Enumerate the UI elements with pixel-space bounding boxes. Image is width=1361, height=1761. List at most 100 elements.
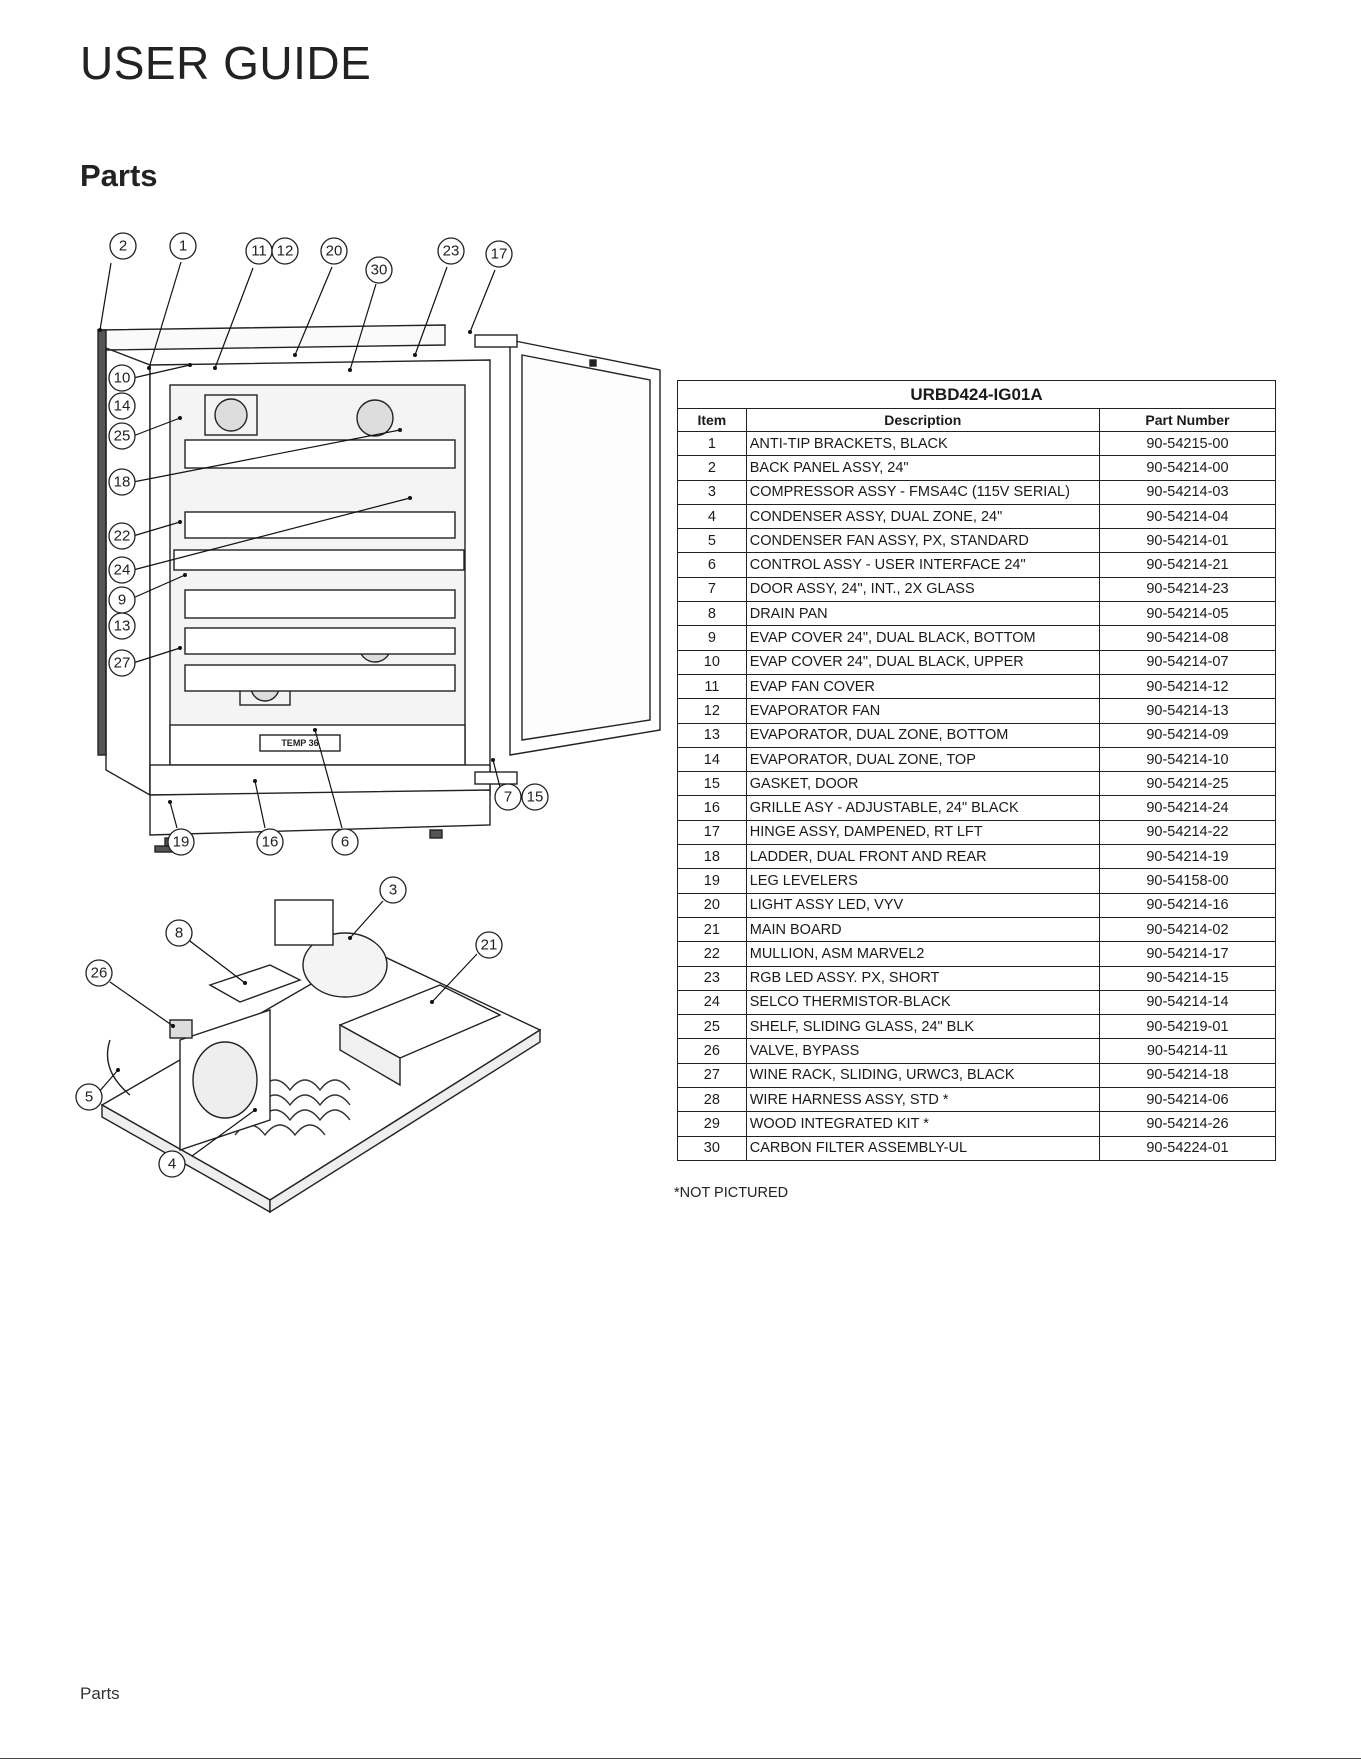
item-description: ANTI-TIP BRACKETS, BLACK [745,430,1100,457]
callout-25: 25 [108,422,136,450]
item-number: 10 [677,649,747,675]
part-number: 90-54214-14 [1098,989,1277,1016]
item-number: 18 [677,844,747,870]
callout-22: 22 [108,522,136,550]
item-description: DRAIN PAN [745,601,1100,627]
item-description: LEG LEVELERS [745,868,1100,894]
item-number: 29 [677,1111,747,1137]
svg-text:6: 6 [341,834,349,851]
document-title: USER GUIDE [80,37,372,89]
callout-1: 1 [169,232,197,260]
part-number: 90-54214-22 [1098,819,1277,846]
item-number: 11 [677,673,747,700]
callout-27: 27 [108,649,136,677]
svg-text:14: 14 [114,398,131,415]
part-number: 90-54214-00 [1098,455,1277,481]
item-description: SELCO THERMISTOR-BLACK [745,989,1100,1016]
table-model-row: URBD424-IG01A [677,380,1276,409]
svg-text:2: 2 [119,238,127,255]
part-number: 90-54214-25 [1098,771,1277,797]
item-number: 23 [677,965,747,991]
svg-text:26: 26 [91,965,108,982]
machine-compartment-illustration [100,899,542,1214]
part-number: 90-54224-01 [1098,1135,1277,1161]
part-number: 90-54214-02 [1098,916,1277,943]
item-description: RGB LED ASSY. PX, SHORT [745,965,1100,991]
parts-diagram: TEMP 36 [70,232,680,1330]
item-description: DOOR ASSY, 24", INT., 2X GLASS [745,576,1100,603]
svg-text:5: 5 [85,1089,93,1106]
callout-24: 24 [108,556,136,584]
temperature-display: TEMP 36 [281,738,318,748]
item-description: LADDER, DUAL FRONT AND REAR [745,844,1100,870]
callout-5: 5 [75,1083,103,1111]
part-number: 90-54214-10 [1098,746,1277,773]
item-number: 9 [677,625,747,651]
callout-19: 19 [167,828,195,856]
svg-text:20: 20 [326,243,343,260]
svg-text:17: 17 [491,246,508,263]
part-number: 90-54214-06 [1098,1087,1277,1113]
part-number: 90-54214-01 [1098,528,1277,554]
callout-21: 21 [475,931,503,959]
lower-leader-lines [97,900,478,1157]
part-number: 90-54214-15 [1098,965,1277,991]
svg-text:16: 16 [262,834,279,851]
part-number: 90-54215-00 [1098,430,1277,457]
item-number: 12 [677,698,747,724]
svg-text:8: 8 [175,925,183,942]
item-description: BACK PANEL ASSY, 24" [745,455,1100,481]
callout-11: 11 [245,237,273,265]
callout-10: 10 [108,364,136,392]
item-number: 1 [677,430,747,457]
item-number: 17 [677,819,747,846]
lower-leader-arrows [116,936,434,1112]
svg-text:18: 18 [114,474,131,491]
item-number: 30 [677,1135,747,1161]
svg-text:4: 4 [168,1156,176,1173]
item-number: 13 [677,722,747,748]
upper-leader-arrows [98,328,495,804]
svg-text:11: 11 [251,243,267,260]
item-number: 14 [677,746,747,773]
item-description: CONDENSER FAN ASSY, PX, STANDARD [745,528,1100,554]
callout-6: 6 [331,828,359,856]
item-description: CARBON FILTER ASSEMBLY-UL [745,1135,1100,1161]
item-number: 15 [677,771,747,797]
item-number: 19 [677,868,747,894]
part-number: 90-54214-19 [1098,844,1277,870]
item-number: 27 [677,1062,747,1089]
item-number: 8 [677,601,747,627]
item-number: 16 [677,795,747,821]
callout-4: 4 [158,1150,186,1178]
part-number: 90-54214-05 [1098,601,1277,627]
item-number: 25 [677,1014,747,1040]
svg-text:10: 10 [114,370,131,387]
footer-section-label: Parts [80,1684,120,1703]
parts-table: URBD424-IG01A Item Description Part Numb… [677,380,1277,1161]
part-number: 90-54214-18 [1098,1062,1277,1089]
callout-13: 13 [108,612,136,640]
svg-text:30: 30 [371,262,388,279]
part-number: 90-54214-24 [1098,795,1277,821]
item-description: EVAPORATOR, DUAL ZONE, TOP [745,746,1100,773]
part-number: 90-54214-26 [1098,1111,1277,1137]
item-number: 3 [677,479,747,505]
item-description: GRILLE ASY - ADJUSTABLE, 24" BLACK [745,795,1100,821]
